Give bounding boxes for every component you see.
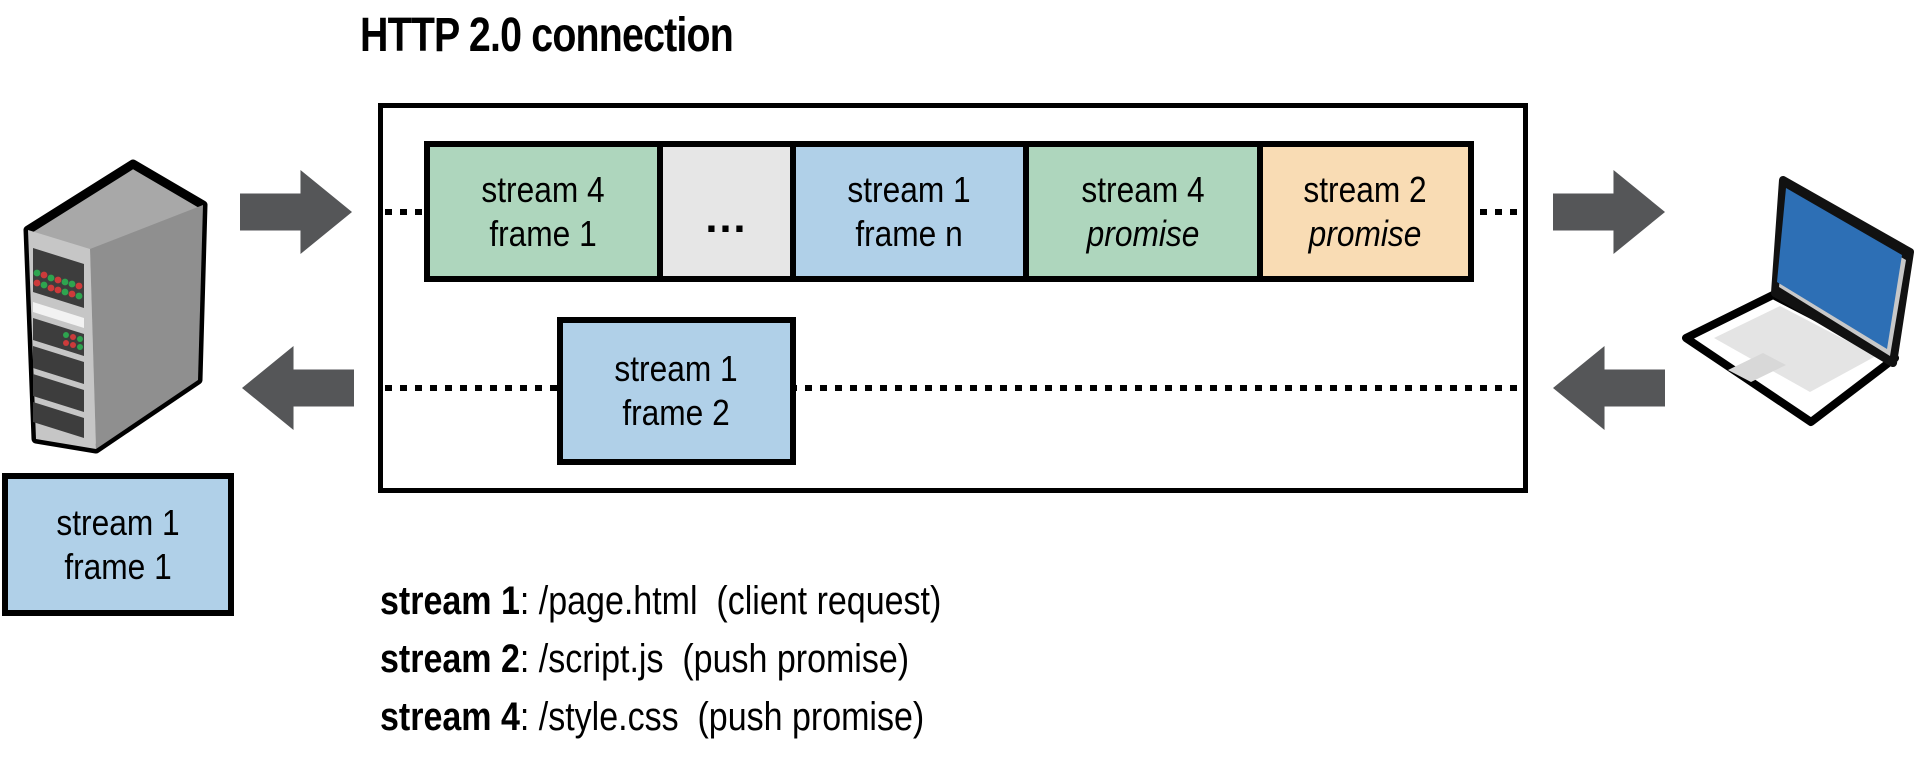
frame-label-line1: stream 2	[1303, 168, 1428, 210]
frame-stream2-promise: stream 2 promise	[1257, 141, 1474, 282]
legend-line-stream1: stream 1: /page.html (client request)	[380, 572, 941, 630]
frame-label-line1: stream 1	[56, 501, 180, 543]
arrow-right-icon	[240, 170, 352, 254]
connection-title: HTTP 2.0 connection	[360, 9, 734, 62]
laptop-screen	[1777, 188, 1902, 349]
frame-label-line1: stream 1	[614, 348, 739, 389]
legend-stream-label: stream 2	[380, 637, 520, 681]
frame-stream1-framen: stream 1 frame n	[790, 141, 1029, 282]
server-led-lights	[33, 269, 83, 300]
dotted-line-inbound	[385, 385, 1523, 391]
frame-label-line2: promise	[1309, 212, 1422, 254]
legend-stream-detail: : /script.js (push promise)	[519, 637, 910, 681]
legend-stream-detail: : /style.css (push promise)	[519, 695, 925, 739]
frame-label-line2: promise	[1086, 212, 1200, 254]
arrow-left-icon	[242, 346, 354, 430]
frame-stream1-frame1: stream 1 frame 1	[2, 473, 234, 616]
server-icon	[23, 159, 208, 454]
arrow-right-icon	[1553, 170, 1665, 254]
frame-stream4-promise: stream 4 promise	[1023, 141, 1263, 282]
laptop-icon	[1682, 176, 1914, 426]
frame-stream1-frame2: stream 1 frame 2	[557, 317, 796, 465]
legend-line-stream4: stream 4: /style.css (push promise)	[380, 688, 941, 746]
frame-label-line2: frame 1	[64, 545, 172, 587]
ellipsis-icon: …	[703, 192, 750, 242]
legend-stream-detail: : /page.html (client request)	[519, 579, 942, 623]
frame-label-line2: frame n	[855, 212, 964, 254]
frame-label-line2: frame 1	[489, 212, 598, 254]
frame-row-outbound: stream 4 frame 1 … stream 1 frame n stre…	[424, 141, 1474, 282]
legend-stream-label: stream 4	[380, 695, 520, 739]
frame-label-line1: stream 4	[481, 168, 606, 210]
frame-stream4-frame1: stream 4 frame 1	[424, 141, 663, 282]
legend-line-stream2: stream 2: /script.js (push promise)	[380, 630, 941, 688]
frame-label-line2: frame 2	[622, 392, 731, 433]
frame-ellipsis: …	[657, 141, 796, 282]
frame-label-line1: stream 1	[847, 168, 972, 210]
arrow-left-icon	[1553, 346, 1665, 430]
legend: stream 1: /page.html (client request) st…	[380, 572, 941, 746]
legend-stream-label: stream 1	[380, 579, 520, 623]
frame-label-line1: stream 4	[1081, 168, 1205, 210]
